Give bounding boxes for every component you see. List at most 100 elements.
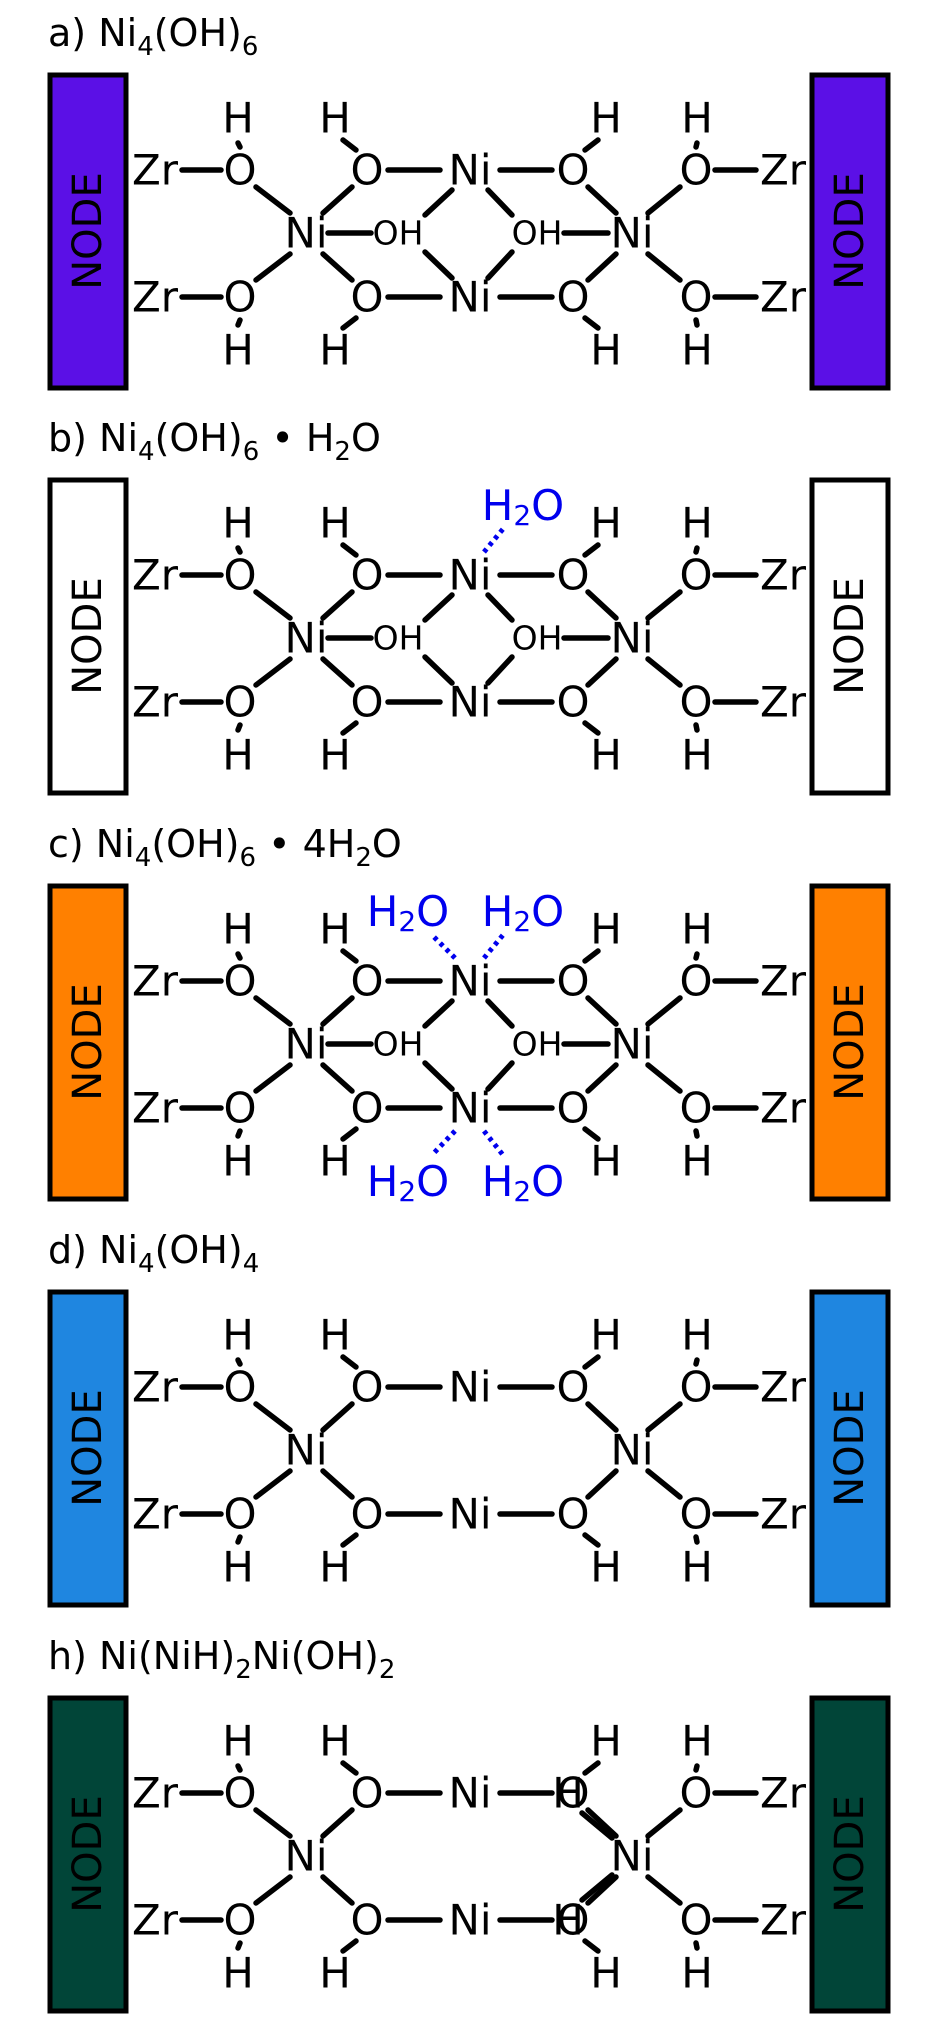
bond (485, 654, 515, 686)
hydrogen-atom: H (319, 1543, 351, 1592)
node-label: NODE (827, 983, 873, 1100)
bond (253, 656, 293, 688)
bond (693, 1534, 700, 1545)
bond (645, 1062, 683, 1094)
bond (585, 251, 619, 283)
oxygen-atom: O (556, 1363, 589, 1412)
zr-atom: Zr (760, 551, 807, 600)
oxygen-atom: O (679, 678, 712, 727)
bond (582, 720, 601, 736)
hydride-atom: H (552, 1896, 584, 1945)
bond (585, 1468, 619, 1500)
oxygen-atom: O (556, 957, 589, 1006)
bond (582, 1126, 601, 1142)
nickel-atom: Ni (448, 1490, 491, 1539)
oxygen-atom: O (679, 1896, 712, 1945)
node-block-right: NODE (809, 477, 891, 796)
bond (645, 995, 683, 1027)
hydrogen-atom: H (222, 499, 254, 548)
nickel-atom: Ni (448, 1896, 491, 1945)
hydrogen-atom: H (681, 905, 713, 954)
bond (320, 251, 355, 283)
nickel-atom: Ni (448, 957, 491, 1006)
hydrogen-atom: H (222, 1949, 254, 1998)
bond (253, 995, 293, 1027)
bond (693, 140, 700, 150)
node-block-left: NODE (47, 1289, 129, 1608)
bond (693, 545, 700, 555)
bond (582, 1938, 601, 1954)
zr-atom: Zr (132, 551, 179, 600)
bond (422, 187, 455, 218)
bond (320, 1468, 355, 1500)
bond (485, 998, 515, 1029)
oxygen-atom: O (223, 146, 256, 195)
bond (422, 592, 455, 623)
bond (585, 1807, 619, 1839)
panel-title: c) Ni4(OH)6 • 4H2O (48, 822, 402, 873)
oxygen-atom: O (350, 1363, 383, 1412)
node-block-right: NODE (809, 1289, 891, 1608)
bond (585, 1874, 619, 1906)
hydrogen-atom: H (681, 1949, 713, 1998)
bond (485, 249, 515, 281)
bond (320, 1874, 355, 1906)
node-block-left: NODE (47, 72, 129, 391)
bond (585, 656, 619, 688)
bond (235, 722, 243, 733)
bond (422, 249, 455, 281)
node-rect (47, 883, 129, 1202)
bond (645, 589, 683, 621)
oxygen-atom: O (223, 1769, 256, 1818)
panel-title: d) Ni4(OH)4 (48, 1228, 259, 1279)
bond (235, 1534, 243, 1545)
node-rect (809, 1695, 891, 2014)
node-rect (47, 1695, 129, 2014)
zr-atom: Zr (132, 1769, 179, 1818)
nickel-atom: Ni (448, 551, 491, 600)
nickel-atom: Ni (610, 1426, 653, 1475)
node-label: NODE (65, 983, 111, 1100)
oxygen-atom: O (350, 1896, 383, 1945)
hydrogen-atom: H (319, 905, 351, 954)
nickel-atom: Ni (448, 146, 491, 195)
bond (585, 1062, 619, 1094)
bond (693, 1128, 700, 1139)
oxygen-atom: O (679, 1084, 712, 1133)
nickel-atom: Ni (284, 209, 327, 258)
coordination-bond (482, 933, 505, 960)
hydroxide-group: OH (512, 214, 563, 253)
bond (320, 1807, 355, 1839)
bond (253, 589, 293, 621)
water-ligand: H2O (367, 887, 449, 938)
hydrogen-atom: H (222, 326, 254, 375)
nickel-atom: Ni (284, 1832, 327, 1881)
bond (645, 1807, 683, 1839)
bond (340, 1760, 359, 1776)
bond (320, 589, 355, 621)
oxygen-atom: O (350, 1769, 383, 1818)
hydrogen-atom: H (222, 1543, 254, 1592)
zr-atom: Zr (760, 273, 807, 322)
oxygen-atom: O (556, 678, 589, 727)
panel-title: h) Ni(NiH)2Ni(OH)2 (48, 1634, 395, 1685)
hydrogen-atom: H (222, 1311, 254, 1360)
bond (253, 1401, 293, 1433)
node-rect (47, 1289, 129, 1608)
node-block-right: NODE (809, 72, 891, 391)
hydrogen-atom: H (590, 1311, 622, 1360)
zr-atom: Zr (760, 1363, 807, 1412)
coordination-bond (482, 527, 505, 554)
zr-atom: Zr (132, 678, 179, 727)
node-block-right: NODE (809, 883, 891, 1202)
hydrogen-atom: H (681, 1717, 713, 1766)
zr-atom: Zr (132, 1490, 179, 1539)
node-rect (809, 1289, 891, 1608)
node-label: NODE (827, 1795, 873, 1912)
bond (582, 1532, 601, 1548)
bond (582, 1354, 601, 1370)
